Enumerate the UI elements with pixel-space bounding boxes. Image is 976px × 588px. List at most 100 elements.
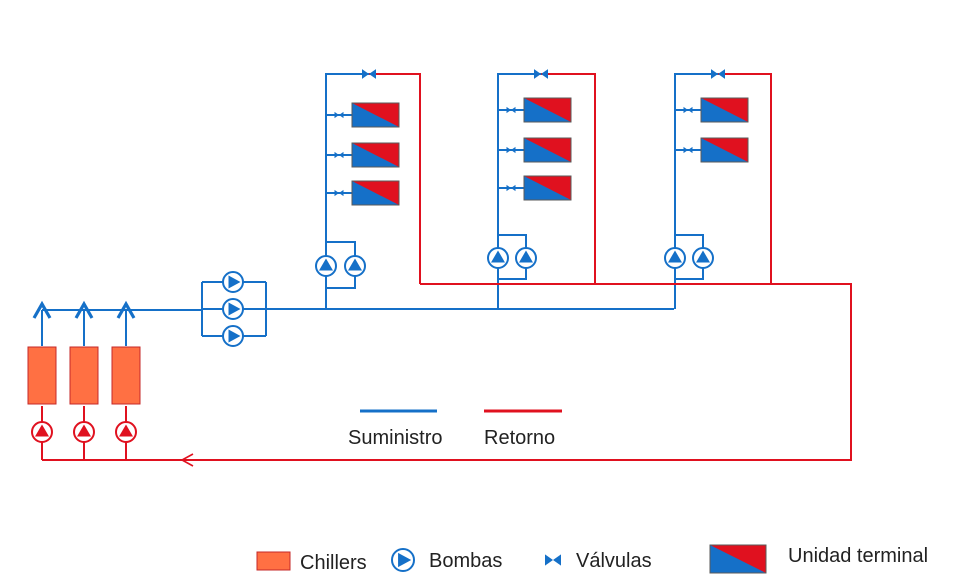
branch-3-unit-2-valve-left — [683, 146, 688, 154]
branch-3-supply-riser — [674, 73, 718, 309]
branch-1-pump-2 — [344, 255, 366, 277]
branch-3-balancing-valve-left — [711, 69, 718, 79]
branch-2-pump-2-arrow — [519, 250, 533, 263]
primary-pump-3-arrow — [228, 329, 241, 343]
branch-3-pump-2-arrow — [696, 250, 710, 263]
branch-2-unit-3-valve-right — [511, 184, 516, 192]
return-header-pipe — [42, 283, 852, 461]
pumps-legend-label: Bombas — [429, 550, 502, 572]
branch-2-terminal-unit-3-frame — [523, 175, 572, 201]
primary-pump-2 — [222, 298, 244, 320]
valve-legend-symbol-right — [553, 554, 561, 566]
chiller-pump-2-arrow — [77, 424, 91, 437]
branch-2-unit-1-valve-left — [506, 106, 511, 114]
branch-2-unit-3-valve-left — [506, 184, 511, 192]
branch-1-terminal-unit-2-frame — [351, 142, 400, 168]
pump-legend-symbol-arrow — [398, 552, 412, 568]
branch-1-terminal-unit-1-frame — [351, 102, 400, 128]
supply-legend-label: Suministro — [348, 427, 442, 449]
valve-legend-symbol-left — [545, 554, 553, 566]
branch-2-balancing-valve-right — [541, 69, 548, 79]
branch-3-unit-1-valve-left — [683, 106, 688, 114]
branch-1-balancing-valve-left — [362, 69, 369, 79]
branch-1-supply-riser — [325, 73, 369, 309]
chiller-pump-1 — [31, 421, 53, 443]
branch-3-return-pipe — [718, 73, 772, 284]
valves-legend-label: Válvulas — [576, 550, 652, 572]
primary-pump-2-arrow — [228, 302, 241, 316]
branch-2-pump-1-arrow — [491, 250, 505, 263]
pump-legend-icon — [391, 548, 415, 572]
branch-3-unit-1-valve — [683, 106, 693, 114]
branch-3-unit-1-valve-right — [688, 106, 693, 114]
chiller-2 — [69, 346, 99, 405]
branch-2-terminal-unit-1 — [523, 97, 572, 123]
branch-3-terminal-unit-2-frame — [700, 137, 749, 163]
branch-3-terminal-unit-1-frame — [700, 97, 749, 123]
branch-3-unit-2-valve — [683, 146, 693, 154]
branch-1-pump-1 — [315, 255, 337, 277]
branch-1-unit-2-valve-left — [334, 151, 339, 159]
terminal-unit-legend-symbol-return-half — [710, 545, 766, 573]
branch-1-return-pipe — [369, 73, 421, 284]
branch-2-return-pipe — [541, 73, 596, 284]
branch-2-supply-riser — [497, 73, 541, 309]
primary-pump-1-arrow — [228, 275, 241, 289]
branch-3-balancing-valve — [711, 69, 725, 79]
branch-2-terminal-unit-3-return-half — [524, 176, 571, 200]
branch-2-terminal-unit-1-return-half — [524, 98, 571, 122]
branch-1-terminal-unit-2 — [351, 142, 400, 168]
symbol-legend: Chillers Bombas Válvulas Unidad terminal — [256, 544, 928, 574]
return-legend-label: Retorno — [484, 427, 555, 449]
chiller-1 — [27, 346, 57, 405]
branch-1-balancing-valve — [362, 69, 376, 79]
branch-3-pump-1-arrow — [668, 250, 682, 263]
branch-3-pump-2 — [692, 247, 714, 269]
return-flow-arrow — [180, 453, 194, 467]
chiller-pump-2 — [73, 421, 95, 443]
branch-2-unit-2-valve-left — [506, 146, 511, 154]
branch-1-pump-1-arrow — [319, 258, 333, 271]
valve-legend-symbol — [545, 554, 561, 566]
terminal-unit-legend-symbol — [709, 544, 767, 574]
branch-2-balancing-valve — [534, 69, 548, 79]
branch-2-unit-1-valve — [506, 106, 516, 114]
chiller-legend-icon — [256, 551, 291, 571]
chiller-pump-3-arrow — [119, 424, 133, 437]
branch-2-pump-2 — [515, 247, 537, 269]
branch-2-terminal-unit-1-frame — [523, 97, 572, 123]
branch-3-terminal-unit-1-return-half — [701, 98, 748, 122]
branch-1-pump-2-arrow — [348, 258, 362, 271]
terminal-unit-legend-icon — [709, 544, 767, 574]
branch-2-terminal-unit-2-frame — [523, 137, 572, 163]
branch-2-terminal-unit-3 — [523, 175, 572, 201]
chiller-group — [27, 346, 141, 405]
valve-group — [334, 69, 725, 197]
branch-2-unit-2-valve-right — [511, 146, 516, 154]
pump-legend-symbol — [391, 548, 415, 572]
branch-1-unit-2-valve — [334, 151, 344, 159]
chiller-3 — [111, 346, 141, 405]
branch-1-terminal-unit-3-frame — [351, 180, 400, 206]
branch-1-unit-1-valve-right — [339, 111, 344, 119]
pump-group — [31, 247, 714, 443]
branch-1-unit-3-valve — [334, 189, 344, 197]
branch-1-terminal-unit-3-return-half — [352, 181, 399, 205]
branch-1-terminal-unit-1 — [351, 102, 400, 128]
valve-legend-icon — [545, 554, 561, 566]
branch-1-terminal-unit-3 — [351, 180, 400, 206]
branch-2-unit-1-valve-right — [511, 106, 516, 114]
chiller-pump-3 — [115, 421, 137, 443]
branch-1-unit-3-valve-left — [334, 189, 339, 197]
branch-2-terminal-unit-2 — [523, 137, 572, 163]
branch-2-pump-1 — [487, 247, 509, 269]
branch-2-terminal-unit-2-return-half — [524, 138, 571, 162]
terminal-unit-legend-label: Unidad terminal — [788, 545, 928, 567]
primary-pump-1 — [222, 271, 244, 293]
branch-3-terminal-unit-2-return-half — [701, 138, 748, 162]
branch-3-terminal-unit-1 — [700, 97, 749, 123]
branch-1-terminal-unit-1-return-half — [352, 103, 399, 127]
branch-1-balancing-valve-right — [369, 69, 376, 79]
branch-2-unit-2-valve — [506, 146, 516, 154]
